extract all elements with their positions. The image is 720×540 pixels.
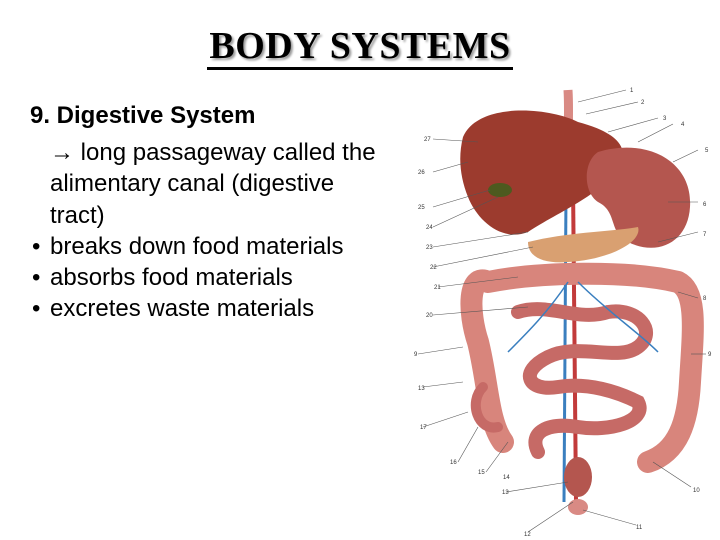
label-12: 12: [524, 532, 531, 538]
bullet-item: breaks down food materials: [30, 231, 450, 262]
bullet-list: breaks down food materials absorbs food …: [30, 231, 450, 325]
cecum: [470, 382, 503, 433]
label-5: 5: [705, 148, 709, 154]
label-24: 24: [426, 225, 433, 231]
liver: [460, 110, 624, 235]
label-20: 20: [426, 313, 433, 319]
label-10: 10: [693, 488, 700, 494]
label-8: 8: [703, 296, 707, 302]
label-17: 17: [420, 425, 427, 431]
slide-body: 9. Digestive System → long passageway ca…: [30, 100, 450, 325]
section-heading: 9. Digestive System: [30, 102, 256, 129]
bullet-item: excretes waste materials: [30, 293, 450, 324]
label-21: 21: [434, 285, 441, 291]
gallbladder: [488, 183, 512, 197]
label-14: 14: [503, 475, 510, 481]
label-1: 1: [630, 88, 634, 94]
arrow-right-icon: →: [50, 139, 74, 167]
leader-lines: [417, 89, 706, 533]
label-2: 2: [641, 100, 645, 106]
pancreas: [528, 227, 639, 263]
label-9-left: 9: [414, 352, 418, 358]
label-23: 23: [426, 245, 433, 251]
label-25: 25: [418, 205, 425, 211]
label-7: 7: [703, 232, 707, 238]
label-6: 6: [703, 202, 707, 208]
small-intestine: [511, 302, 653, 459]
slide-title: BODY SYSTEMS: [0, 24, 720, 70]
label-22: 22: [430, 265, 437, 271]
rectum: [564, 457, 592, 497]
label-3: 3: [663, 116, 667, 122]
label-9-right: 9: [708, 352, 712, 358]
label-15: 15: [478, 470, 485, 476]
mesenteric-vessels: [507, 281, 659, 353]
arrow-item-cont-2: tract): [50, 201, 105, 229]
stomach: [586, 147, 691, 248]
aorta: [571, 181, 578, 503]
diagram-labels: 1 2 3 4 5 6 7 8 9 10 11 12 13 14 15 16 1…: [414, 88, 712, 538]
label-16: 16: [450, 460, 457, 466]
bullet-item: absorbs food materials: [30, 262, 450, 293]
label-4: 4: [681, 122, 685, 128]
label-26: 26: [418, 170, 425, 176]
digestive-system-illustration: 1 2 3 4 5 6 7 8 9 10 11 12 13 14 15 16 1…: [414, 88, 712, 538]
label-13-left: 13: [418, 386, 425, 392]
label-13-bottom: 13: [502, 490, 509, 496]
label-11: 11: [636, 525, 643, 531]
label-27: 27: [424, 137, 431, 143]
anus: [568, 499, 588, 515]
large-intestine: [460, 262, 704, 473]
arrow-item-cont-1: alimentary canal (digestive: [50, 170, 335, 198]
arrow-item: → long passageway called the: [50, 139, 376, 167]
